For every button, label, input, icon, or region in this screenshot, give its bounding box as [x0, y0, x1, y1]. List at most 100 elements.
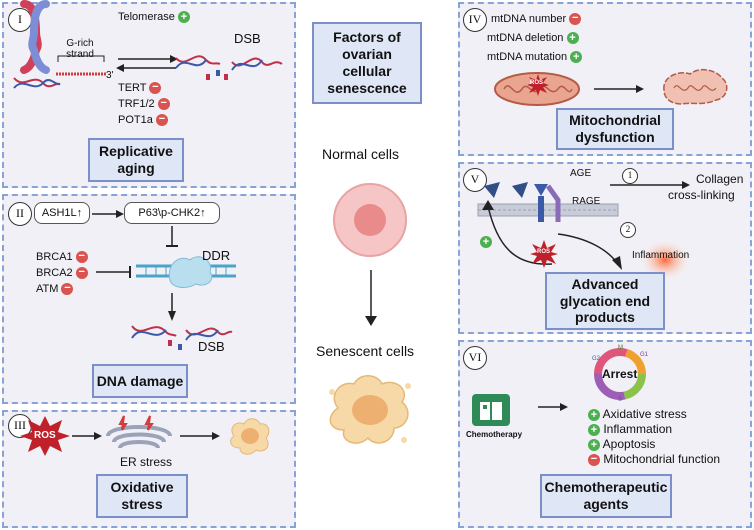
effect-text: Inflammation [603, 422, 673, 436]
phase-s-label: S [618, 397, 623, 403]
plus-icon: + [588, 423, 600, 436]
ros-burst-icon [527, 74, 549, 96]
minus-icon: − [149, 82, 162, 95]
effect-row: + Inflammation [588, 422, 672, 436]
title-line: Replicative [99, 143, 173, 160]
tert-label: TERT − [118, 82, 162, 95]
dsb-label: DSB [234, 31, 261, 46]
dna-damage-title: DNA damage [92, 364, 188, 398]
minus-icon: − [588, 453, 600, 466]
title-line: Chemotherapeutic [544, 479, 668, 496]
atm-text: ATM [36, 283, 59, 295]
mtdna-deletion-label: mtDNA deletion + [487, 32, 579, 45]
collagen-line: Collagen [696, 172, 744, 186]
age-label: AGE [570, 168, 592, 179]
title-line: Advanced [571, 275, 639, 292]
title-line: Oxidative [110, 479, 174, 496]
chromosome-icon [20, 0, 50, 74]
phase-g2-label: G2 [592, 356, 601, 362]
center-title-box: Factors of ovarian cellular senescence [312, 22, 422, 104]
atm-label: ATM − [36, 283, 74, 296]
senescent-cell-icon [230, 418, 270, 455]
center-title-line: cellular [342, 63, 392, 79]
reversible-arrows-icon [116, 55, 178, 72]
collagen-line-2: cross-linking [668, 188, 735, 202]
chemotherapy-label: Chemotherapy [466, 430, 523, 439]
trf-text: TRF1/2 [118, 98, 155, 110]
effect-row: − Mitochondrial function [588, 452, 720, 466]
panel-badge: VI [463, 346, 487, 370]
plus-icon: + [566, 32, 579, 45]
title-line: agents [583, 496, 629, 512]
down-arrow-icon [168, 293, 176, 321]
center-title-line: senescence [327, 79, 407, 96]
broken-dna-icon [175, 55, 283, 80]
right-arrow-icon [610, 181, 690, 189]
down-arrow-icon [365, 270, 377, 326]
title-line: glycation end [559, 292, 651, 309]
er-stress-label: ER stress [120, 455, 173, 469]
inflammation-glow-icon [640, 240, 690, 280]
pot-label: POT1a − [118, 114, 168, 127]
title-line: aging [117, 160, 155, 176]
phase-m-label: M [618, 345, 623, 351]
normal-cells-label: Normal cells [322, 146, 400, 162]
trf-label: TRF1/2 − [118, 98, 170, 111]
panel-badge: III [8, 414, 32, 438]
effect-row: + Axidative stress [588, 407, 687, 421]
damaged-mitochondrion-icon [663, 68, 728, 105]
broken-dna-icon [131, 325, 233, 350]
effect-row: + Apoptosis [588, 437, 655, 451]
title-line: stress [121, 496, 163, 512]
minus-icon: − [75, 267, 88, 280]
mitochondrial-title: Mitochondrial dysfunction [556, 108, 674, 150]
right-arrow-icon [72, 432, 102, 440]
inhibit-icon [166, 226, 178, 247]
minus-icon: − [75, 251, 88, 264]
panel-badge: I [8, 8, 32, 32]
title-line: products [575, 309, 635, 326]
mtdna-deletion-text: mtDNA deletion [487, 32, 564, 44]
center-title-line: Factors of [333, 29, 401, 46]
ros-label: ROS [34, 430, 56, 441]
g-rich-strand-icon [56, 55, 106, 76]
plus-icon: + [588, 438, 600, 451]
ros-burst-icon [20, 416, 70, 456]
effect-text: Mitochondrial function [603, 452, 721, 466]
phase-g1-label: G1 [640, 352, 649, 358]
right-arrow-icon [538, 403, 568, 411]
center-title-line: ovarian [342, 46, 392, 63]
title-line: Mitochondrial [569, 112, 661, 129]
chemotherapy-title: Chemotherapeutic agents [540, 474, 672, 518]
right-arrow-icon [594, 85, 644, 93]
mtdna-mutation-label: mtDNA mutation + [487, 51, 583, 64]
curved-arrow-icon [482, 200, 622, 270]
arrest-label: Arrest [602, 367, 638, 381]
age-title: Advanced glycation end products [545, 272, 665, 330]
plus-icon: + [570, 51, 583, 64]
three-prime-label: 3' [106, 70, 114, 81]
brca2-text: BRCA2 [36, 267, 73, 279]
minus-icon: − [155, 114, 168, 127]
ros-label: ROS [530, 80, 544, 86]
minus-icon: − [61, 283, 74, 296]
er-icon [106, 415, 172, 450]
pot-text: POT1a [118, 114, 153, 126]
rage-label: RAGE [572, 196, 601, 207]
panel-badge: V [463, 168, 487, 192]
brca1-label: BRCA1 − [36, 251, 88, 264]
plus-icon: + [480, 236, 492, 248]
title-line: dysfunction [575, 129, 655, 145]
minus-icon: − [157, 98, 170, 111]
plus-icon: + [588, 408, 600, 421]
right-arrow-icon [180, 432, 220, 440]
right-arrow-icon [92, 210, 124, 218]
collagen-label: Collagen [696, 172, 743, 187]
inflammation-label: Inflammation [632, 250, 690, 261]
brca2-label: BRCA2 − [36, 267, 88, 280]
telomerase-text: Telomerase [118, 11, 175, 23]
normal-cell-icon [333, 183, 407, 257]
senescent-cell-icon [329, 375, 411, 444]
ros-burst-icon [530, 240, 558, 268]
oxidative-stress-title: Oxidative stress [96, 474, 188, 518]
